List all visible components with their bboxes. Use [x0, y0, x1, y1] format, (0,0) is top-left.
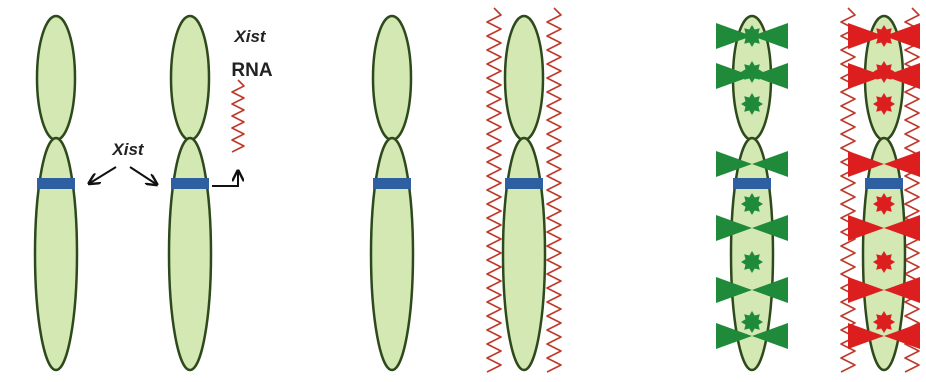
chromosome-short-arm: [37, 16, 75, 140]
xist-gene-label: Xist: [111, 140, 145, 159]
star-marker-icon: [873, 311, 895, 333]
star-marker-icon: [741, 25, 763, 47]
chromosome-long-arm: [371, 138, 413, 370]
wavy-rna-icon: [487, 8, 501, 372]
xist-locus-band: [37, 178, 75, 189]
xist-locus-band: [865, 178, 903, 189]
star-marker-icon: [741, 61, 763, 83]
star-marker-icon: [873, 93, 895, 115]
star-marker-icon: [741, 193, 763, 215]
star-marker-icon: [741, 93, 763, 115]
chromosome: [169, 16, 211, 370]
chromosome-long-arm: [503, 138, 545, 370]
wavy-rna-icon: [905, 8, 919, 372]
xist-locus-band: [373, 178, 411, 189]
star-marker-icon: [873, 251, 895, 273]
chromosome-short-arm: [373, 16, 411, 140]
wavy-rna-icon: [232, 80, 244, 152]
xist-rna-label-line1: Xist: [233, 27, 267, 46]
chromosome-long-arm: [35, 138, 77, 370]
chromosome-short-arm: [171, 16, 209, 140]
wavy-rna-icon: [547, 8, 561, 372]
chromosome: [503, 16, 545, 370]
xist-rna-label-line2: RNA: [231, 60, 272, 81]
xist-locus-band: [733, 178, 771, 189]
star-marker-icon: [873, 193, 895, 215]
star-marker-icon: [873, 61, 895, 83]
xist-locus-band: [505, 178, 543, 189]
arrow-icon: [130, 167, 156, 184]
chromosome: [371, 16, 413, 370]
star-marker-icon: [741, 311, 763, 333]
xist-locus-band: [171, 178, 209, 189]
wavy-rna-icon: [841, 8, 855, 372]
chromosome-long-arm: [169, 138, 211, 370]
arrow-icon: [90, 167, 116, 183]
rna-coating-layer: [232, 8, 919, 372]
star-marker-icon: [873, 25, 895, 47]
star-marker-icon: [741, 251, 763, 273]
transcription-arrow-icon: [212, 172, 238, 186]
chromosome-short-arm: [505, 16, 543, 140]
chromosome: [35, 16, 77, 370]
